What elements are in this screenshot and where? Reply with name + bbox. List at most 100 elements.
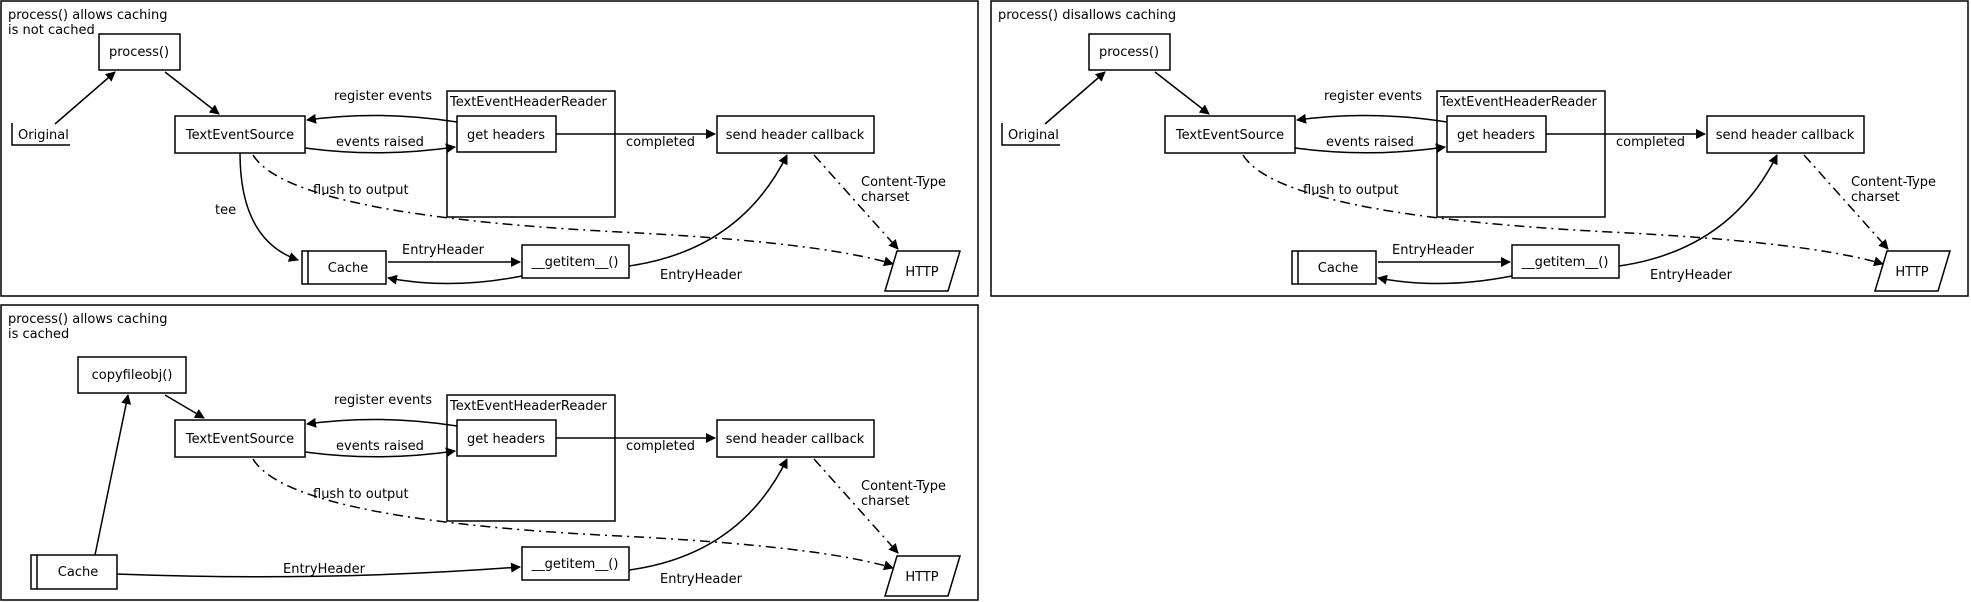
edge-original-process (54, 71, 116, 125)
reader-group-label: TextEventHeaderReader (1439, 95, 1598, 110)
http-label: HTTP (905, 570, 938, 585)
edge-events-raised (1294, 143, 1446, 154)
copyfileobj-label: copyfileobj() (92, 368, 173, 383)
label-completed: completed (626, 135, 695, 150)
panel-is-cached: process() allows caching is cached copyf… (0, 304, 979, 601)
label-entry-header: EntryHeader (660, 268, 743, 283)
label-flush-to-output: flush to output (313, 183, 409, 198)
text-event-source-label: TextEventSource (185, 432, 294, 447)
http-label: HTTP (905, 265, 938, 280)
original-label: Original (18, 128, 69, 143)
edge-original-process (1044, 71, 1106, 125)
original-node-outline (11, 123, 70, 146)
edge-register-events (306, 417, 458, 428)
getitem-node (1511, 244, 1620, 279)
cache-node (30, 554, 118, 590)
text-event-header-reader-group (446, 394, 616, 522)
send-header-callback-label: send header callback (726, 128, 865, 143)
original-label: Original (1008, 128, 1059, 143)
edge-getitem-callback (1618, 154, 1778, 267)
process-node (1088, 33, 1171, 71)
panel-disallows-caching: process() disallows caching process() Or… (990, 0, 1969, 297)
edge-copyfileobj-source (164, 394, 205, 419)
cache-label: Cache (328, 261, 368, 276)
http-node (883, 250, 962, 292)
edge-tee (239, 152, 299, 262)
panel-title: process() disallows caching (998, 8, 1176, 23)
panel-subtitle: is not cached (8, 23, 95, 38)
getitem-node (521, 546, 630, 581)
label-content-type: Content-Type (1851, 175, 1936, 190)
label-register-events: register events (1324, 89, 1422, 104)
edge-register-events (1296, 113, 1448, 124)
text-event-source-label: TextEventSource (1175, 128, 1284, 143)
label-completed: completed (626, 439, 695, 454)
edge-register-events (306, 113, 458, 124)
text-event-source-label: TextEventSource (185, 128, 294, 143)
edge-process-source (1154, 71, 1210, 115)
label-completed: completed (1616, 135, 1685, 150)
reader-group-label: TextEventHeaderReader (449, 399, 608, 414)
getitem-label: __getitem__() (1521, 255, 1609, 270)
label-charset: charset (1851, 190, 1900, 205)
text-event-header-reader-group (446, 90, 616, 218)
send-header-callback-node (1706, 115, 1865, 154)
label-flush-to-output: flush to output (313, 487, 409, 502)
edge-entry-header-to-getitem (116, 562, 521, 578)
edge-getitem-callback (628, 458, 788, 571)
getitem-label: __getitem__() (531, 557, 619, 572)
edge-cache-copyfileobj (94, 394, 132, 556)
edge-events-raised (304, 143, 456, 154)
get-headers-label: get headers (1457, 128, 1535, 143)
text-event-header-reader-group (1436, 90, 1606, 218)
get-headers-label: get headers (467, 432, 545, 447)
send-header-callback-label: send header callback (1716, 128, 1855, 143)
cache-label: Cache (58, 565, 98, 580)
panel-subtitle: is cached (8, 327, 69, 342)
process-node (98, 33, 181, 71)
panel-title: process() allows caching (8, 312, 168, 327)
panel-not-cached: process() allows caching is not cached p… (0, 0, 979, 297)
copyfileobj-node (77, 356, 187, 394)
label-charset: charset (861, 190, 910, 205)
label-content-type: Content-Type (861, 175, 946, 190)
panel-frame (0, 304, 979, 601)
label-events-raised: events raised (1326, 135, 1414, 150)
cache-node (301, 250, 387, 285)
label-entry-header: EntryHeader (1650, 268, 1733, 283)
panel-frame (990, 0, 1969, 297)
process-label: process() (109, 45, 169, 60)
get-headers-node (456, 115, 557, 153)
get-headers-label: get headers (467, 128, 545, 143)
text-event-source-node (1164, 115, 1296, 154)
cache-node (1291, 250, 1377, 285)
edge-process-source (164, 71, 220, 115)
text-event-source-node (174, 115, 306, 154)
panel-frame (0, 0, 979, 297)
label-events-raised: events raised (336, 135, 424, 150)
label-tee: tee (215, 203, 236, 218)
send-header-callback-node (716, 419, 875, 458)
original-node-outline (1001, 123, 1060, 146)
edge-getitem-callback (628, 154, 788, 267)
panel-title: process() allows caching (8, 8, 168, 23)
http-node (1873, 250, 1952, 292)
text-event-source-node (174, 419, 306, 458)
label-entry-header: EntryHeader (1392, 243, 1475, 258)
getitem-node (521, 244, 630, 279)
send-header-callback-node (716, 115, 875, 154)
label-content-type: Content-Type (861, 479, 946, 494)
label-entry-header: EntryHeader (283, 562, 366, 577)
send-header-callback-label: send header callback (726, 432, 865, 447)
cache-label: Cache (1318, 261, 1358, 276)
getitem-label: __getitem__() (531, 255, 619, 270)
process-label: process() (1099, 45, 1159, 60)
label-flush-to-output: flush to output (1303, 183, 1399, 198)
label-entry-header: EntryHeader (402, 243, 485, 258)
label-charset: charset (861, 494, 910, 509)
label-register-events: register events (334, 89, 432, 104)
http-label: HTTP (1895, 265, 1928, 280)
edge-entry-header-to-cache (387, 274, 523, 285)
get-headers-node (456, 419, 557, 457)
